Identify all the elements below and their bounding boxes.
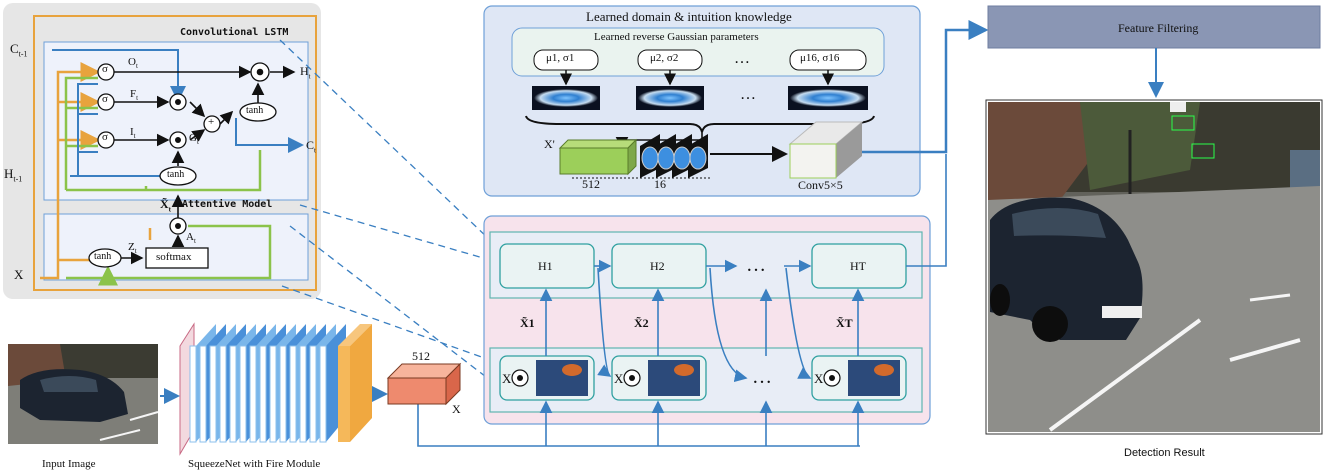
o-gate-label: Ot: [128, 56, 138, 71]
input-dots: …: [752, 366, 772, 388]
lstm-title: Convolutional LSTM: [180, 27, 289, 38]
squeezenet-layer-face: [189, 345, 197, 443]
x-tilde-1: X̃1: [520, 316, 535, 330]
dim-16-label: 16: [654, 177, 666, 191]
c-prev-label: Ct-1: [10, 41, 28, 59]
params-ellipsis: …: [734, 50, 750, 67]
a-label: At: [186, 231, 196, 246]
g-gate-label: Gt: [189, 132, 199, 147]
f-gate-label: Ft: [130, 88, 139, 103]
i-gate-label: It: [130, 126, 136, 141]
x-mult-2: X: [614, 371, 624, 386]
squeezenet-layer-face: [209, 345, 217, 443]
attention-maps: [536, 360, 900, 396]
x-mult-t: X: [814, 371, 824, 386]
tanh-cell: tanh: [246, 105, 264, 116]
ht-label: HT: [850, 259, 866, 273]
x-prime-label: X': [544, 137, 555, 151]
tanh-h: tanh: [167, 169, 185, 180]
detection-photo: [985, 99, 1323, 435]
hidden-dots: …: [746, 254, 766, 276]
feature-cube: [386, 362, 462, 406]
gauss-ellipsis: …: [740, 86, 756, 103]
gaussian-title: Learned reverse Gaussian parameters: [594, 31, 759, 43]
lstm-orange-frame: [33, 15, 317, 291]
h1-label: H1: [538, 259, 553, 273]
detection-caption: Detection Result: [1124, 447, 1205, 459]
lstm-nodes: [88, 62, 277, 269]
green-feature-block: [558, 138, 638, 176]
squeezenet-layer-face: [249, 345, 257, 443]
attentive-title: Attentive Model: [182, 199, 273, 210]
sigma-f: σ: [102, 93, 108, 105]
h-prev-label: Ht-1: [4, 166, 23, 184]
squeezenet-layer-face: [219, 345, 227, 443]
squeezenet-layer-face: [259, 345, 267, 443]
param-1: μ1, σ1: [546, 52, 575, 64]
h2-label: H2: [650, 259, 665, 273]
gaussian-images: [532, 86, 868, 110]
dim-512-label: 512: [582, 177, 600, 191]
param-2: μ2, σ2: [650, 52, 679, 64]
feature-dim-label: 512: [412, 349, 430, 363]
plus-node: +: [208, 116, 215, 128]
x-tilde-t: X̃T: [836, 316, 853, 330]
squeezenet-layer-face: [319, 345, 327, 443]
squeezenet-layer-face: [269, 345, 277, 443]
input-caption: Input Image: [42, 458, 96, 470]
input-photo: [8, 344, 159, 444]
x-tilde-label: X̃t: [160, 197, 172, 214]
param-16: μ16, σ16: [800, 52, 840, 64]
feature-filtering-label: Feature Filtering: [1118, 21, 1199, 35]
softmax-label: softmax: [156, 251, 192, 263]
feature-x-label: X: [452, 402, 461, 416]
feature-filtering-box: [987, 5, 1321, 49]
c-out-label: Ct: [306, 138, 316, 155]
x-mult-1: X: [502, 371, 512, 386]
squeezenet-layer-face: [309, 345, 317, 443]
squeezenet-caption: SqueezeNet with Fire Module: [188, 458, 321, 470]
squeezenet-layer-face: [199, 345, 207, 443]
h-out-label: Ht: [300, 64, 311, 81]
tanh-att: tanh: [94, 251, 112, 262]
sigma-i: σ: [102, 131, 108, 143]
squeezenet-layers: [179, 322, 372, 456]
squeezenet-layer-face: [289, 345, 297, 443]
squeezenet-layer-face: [239, 345, 247, 443]
z-label: Zt: [128, 241, 137, 256]
squeezenet-layer-face: [299, 345, 307, 443]
x-input-label: X: [14, 267, 24, 282]
domain-title: Learned domain & intuition knowledge: [586, 9, 792, 24]
squeezenet-layer-face: [279, 345, 287, 443]
squeezenet-layer-face: [229, 345, 237, 443]
conv-block: [788, 121, 864, 179]
sigma-o: σ: [102, 63, 108, 75]
x-tilde-2: X̃2: [634, 316, 649, 330]
conv-label: Conv5×5: [798, 178, 843, 192]
